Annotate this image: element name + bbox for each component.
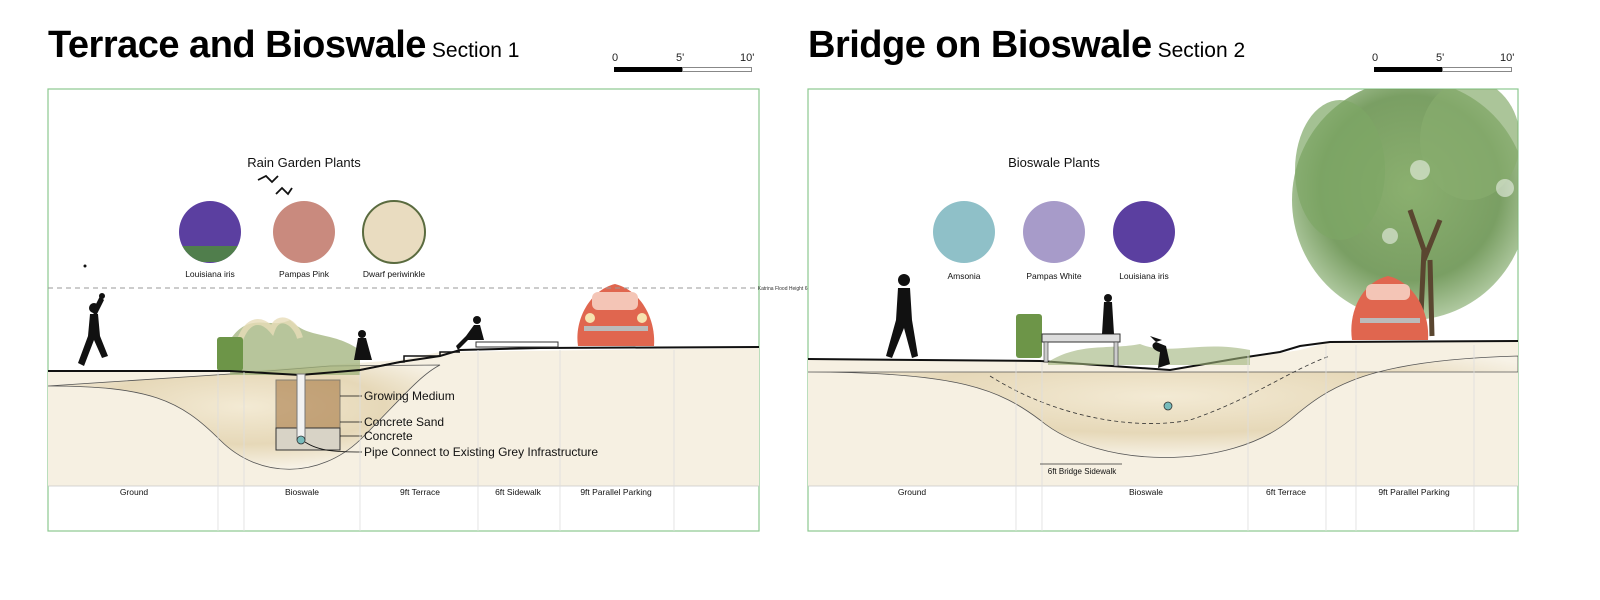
section-1-sidewalk-slab: [475, 341, 559, 348]
section-2-person-walking: [886, 274, 918, 358]
section-1-person-sitting: [456, 316, 484, 350]
section-2-bridge-deck: [1041, 333, 1121, 343]
zone-label-2-terrace: 6ft Terrace: [1266, 487, 1306, 497]
scale-2-mid: 5': [1436, 52, 1445, 64]
plant-circle-3: [362, 200, 426, 264]
section-2-bridge-post-right: [1113, 341, 1119, 367]
section-1-planting-bed: [230, 320, 360, 375]
tree-canopy-lobe: [1420, 89, 1518, 200]
zone-label-1-bioswale: Bioswale: [285, 487, 319, 497]
scale-bar-2: 0 5' 10': [1372, 52, 1514, 76]
section-2-tree: [1292, 89, 1518, 337]
section-1-person-jumping: [78, 293, 108, 366]
plant-label-2: Pampas Pink: [279, 269, 330, 279]
plant-circle-6: [1113, 201, 1175, 263]
section-2-person-child: [1102, 294, 1114, 334]
tree-highlight: [1496, 179, 1514, 197]
flood-height-label: Katrina Flood Height 6ft: [758, 286, 811, 292]
zone-label-2-ground: Ground: [898, 487, 927, 497]
section-2-swale-basin: [808, 355, 1518, 458]
rain-garden-plants-heading: Rain Garden Plants: [247, 155, 361, 170]
layer-label-concrete: Concrete: [364, 429, 413, 443]
callout-line-pipe: [304, 441, 363, 453]
section-1-car-headlight-right: [637, 313, 647, 323]
section-1-car-headlight-left: [585, 313, 595, 323]
tree-highlight: [1382, 228, 1398, 244]
section-1-concrete-box: [275, 427, 341, 451]
zone-label-1-terrace: 9ft Terrace: [400, 487, 440, 497]
section-1-main-title: Terrace and Bioswale: [48, 24, 426, 66]
layer-label-concrete-sand: Concrete Sand: [364, 415, 444, 429]
section-2-inner-layer-line: [989, 355, 1331, 424]
section-1-birds: [257, 174, 293, 196]
section-1-ball: [83, 264, 87, 268]
scale-1-zero: 0: [612, 52, 619, 64]
plant-circle-1-foliage: [180, 246, 240, 262]
plant-label-5: Pampas White: [1026, 271, 1082, 281]
section-1-pipe-outlet: [296, 435, 306, 445]
section-2-car-windshield: [1366, 284, 1410, 300]
section-2-hedge: [1016, 314, 1042, 358]
plant-label-6: Louisiana iris: [1119, 271, 1169, 281]
scale-1-white-segment: [682, 67, 752, 72]
section-2-heron: [1150, 336, 1170, 368]
tree-highlight: [1410, 160, 1430, 180]
plant-circle-4: [933, 201, 995, 263]
zone-label-2-bioswale: Bioswale: [1129, 487, 1163, 497]
scale-2-end: 10': [1500, 52, 1515, 64]
scale-1-black-segment: [614, 67, 682, 72]
section-2-bridge-post-left: [1043, 341, 1049, 363]
section-1-terrace-steps: [359, 351, 460, 371]
zone-label-1-sidewalk: 6ft Sidewalk: [495, 487, 542, 497]
layer-label-pipe: Pipe Connect to Existing Grey Infrastruc…: [364, 445, 598, 459]
plant-label-1: Louisiana iris: [185, 269, 235, 279]
tree-canopy-lobe: [1295, 100, 1385, 240]
scale-2-black-segment: [1374, 67, 1442, 72]
section-1-pampas-grass: [237, 317, 303, 342]
section-1-car-bumper: [584, 326, 648, 331]
plant-circle-2: [273, 201, 335, 263]
section-2-bioswale-plants: [1048, 344, 1250, 365]
section-2-pipe: [1163, 401, 1173, 411]
scale-1-mid: 5': [676, 52, 685, 64]
zone-label-1-parking: 9ft Parallel Parking: [580, 487, 652, 497]
plant-circle-5: [1023, 201, 1085, 263]
bioswale-plants-heading: Bioswale Plants: [1008, 155, 1100, 170]
zone-label-2-parking: 9ft Parallel Parking: [1378, 487, 1450, 497]
scale-2-zero: 0: [1372, 52, 1379, 64]
layer-label-growing-medium: Growing Medium: [364, 389, 455, 403]
section-1-pipe: [296, 373, 306, 441]
section-1-hedge: [217, 337, 243, 371]
zone-label-1-ground: Ground: [120, 487, 149, 497]
plant-label-4: Amsonia: [947, 271, 980, 281]
section-2-car-bumper: [1360, 318, 1420, 323]
section-1-car: [577, 284, 655, 346]
section-1-car-windshield: [592, 292, 638, 310]
plant-label-3: Dwarf periwinkle: [363, 269, 426, 279]
section-1-person-child: [354, 330, 372, 360]
section-2-panel: Bioswale Plants Amsonia Pampas White Lou…: [807, 88, 1519, 532]
scale-1-end: 10': [740, 52, 755, 64]
scale-2-white-segment: [1442, 67, 1512, 72]
section-1-panel: Rain Garden Plants Louisiana iris Pampas…: [47, 88, 760, 532]
bridge-sidewalk-label: 6ft Bridge Sidewalk: [1048, 467, 1117, 476]
section-2-main-title: Bridge on Bioswale: [808, 24, 1152, 66]
scale-bar-1: 0 5' 10': [612, 52, 754, 76]
section-1-subtitle: Section 1: [431, 39, 520, 62]
section-2-subtitle: Section 2: [1157, 39, 1246, 62]
section-2-car: [1351, 276, 1429, 340]
